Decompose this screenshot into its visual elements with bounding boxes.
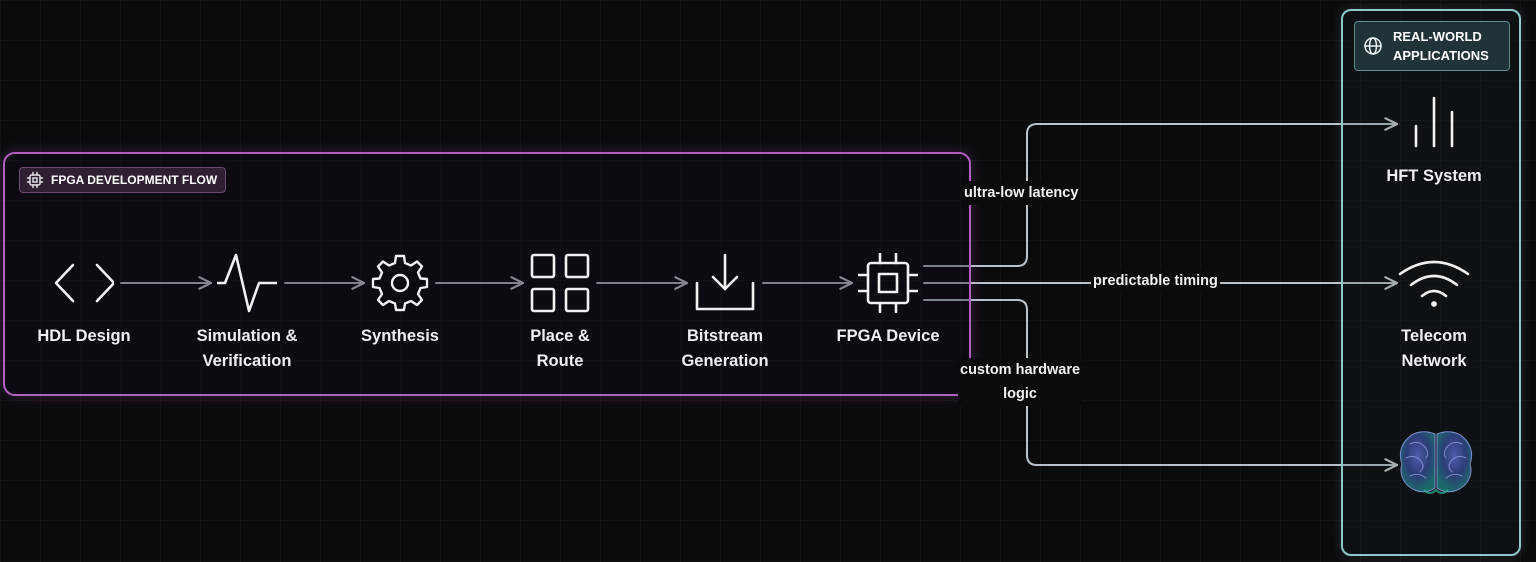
apps-panel-title: REAL-WORLD APPLICATIONS	[1393, 29, 1489, 63]
chip-icon	[26, 171, 44, 189]
app-label-telecom-network: Telecom Network	[1401, 327, 1467, 370]
wifi-icon	[1398, 258, 1470, 308]
step-label-fpga-device: FPGA Device	[836, 327, 940, 345]
fpga-development-flow-group: FPGA DEVELOPMENT FLOW	[3, 152, 971, 396]
globe-icon	[1363, 36, 1383, 56]
app-label-hft-system: HFT System	[1386, 167, 1482, 185]
apps-panel-header: REAL-WORLD APPLICATIONS	[1354, 21, 1510, 71]
step-label-place-route: Place & Route	[530, 327, 590, 370]
step-label-synthesis: Synthesis	[361, 327, 439, 345]
connection-label-predictable-timing: predictable timing	[1091, 269, 1220, 293]
brain-icon	[1396, 428, 1476, 498]
pulse-waveform-icon	[217, 253, 277, 313]
bar-signal-icon	[1410, 96, 1458, 148]
download-tray-icon	[695, 253, 755, 313]
flow-group-title: FPGA DEVELOPMENT FLOW	[51, 173, 218, 187]
connection-label-custom-hardware-logic: custom hardware logic	[958, 358, 1083, 406]
step-label-simulation: Simulation & Verification	[196, 327, 298, 370]
chip-icon	[858, 253, 918, 313]
grid-squares-icon	[530, 253, 590, 313]
connection-label-ultra-low-latency: ultra-low latency	[962, 181, 1081, 205]
step-label-bitstream: Bitstream Generation	[681, 327, 769, 370]
flow-group-header: FPGA DEVELOPMENT FLOW	[19, 167, 227, 193]
gear-icon	[370, 253, 430, 313]
step-label-hdl-design: HDL Design	[37, 327, 131, 345]
code-brackets-icon	[54, 253, 114, 313]
